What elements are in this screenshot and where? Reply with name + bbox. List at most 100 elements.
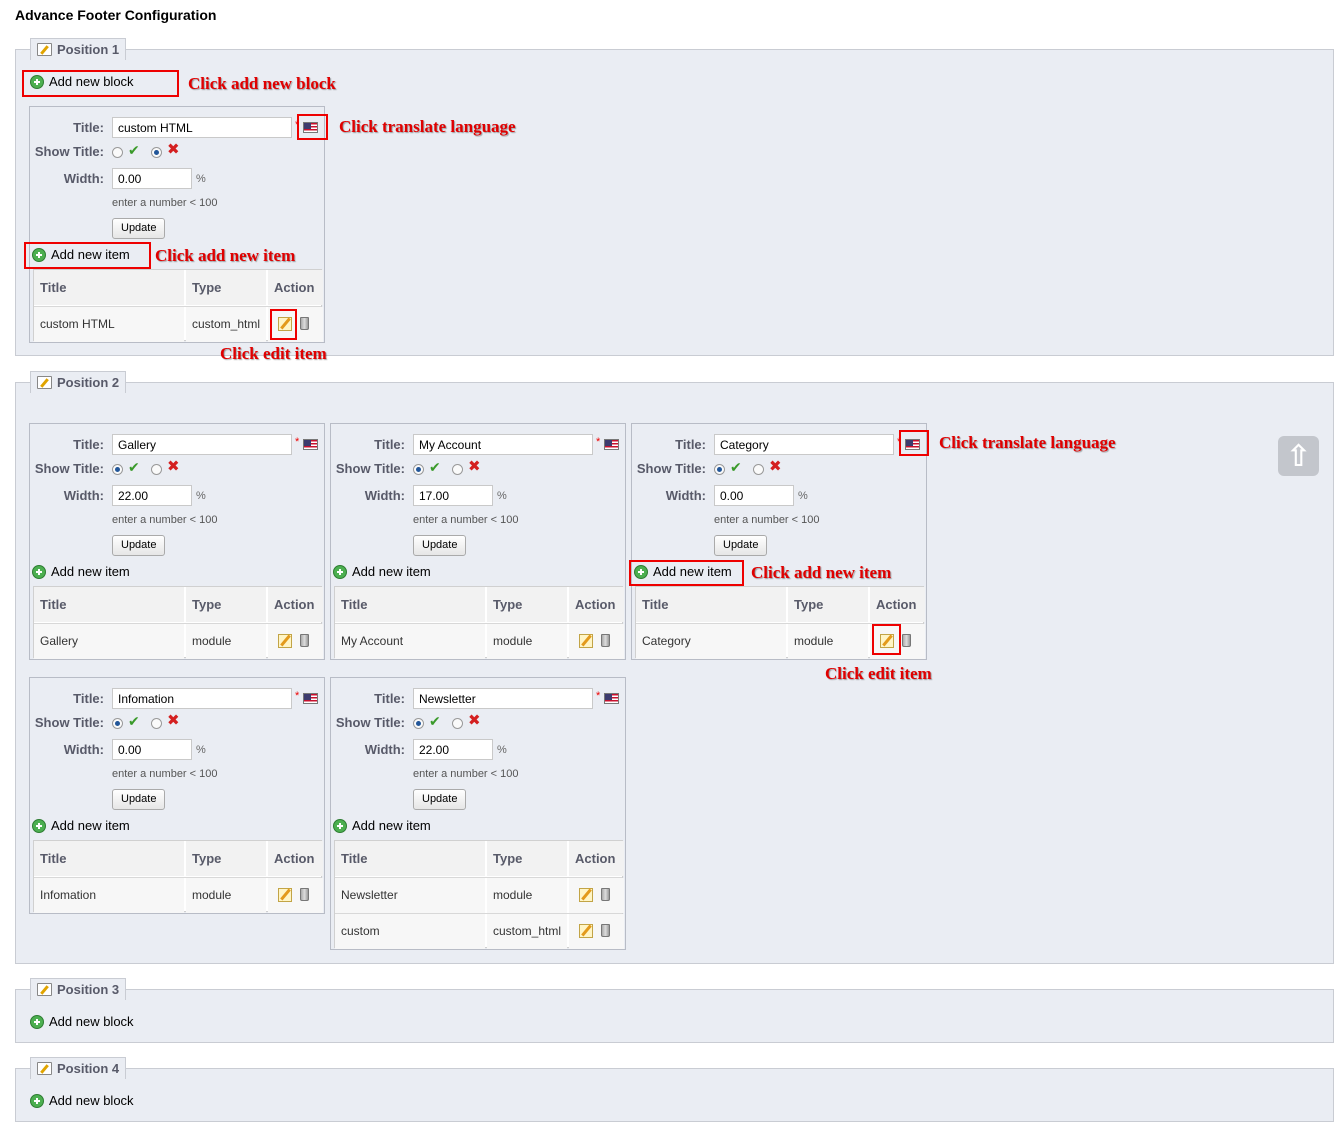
plus-icon xyxy=(30,1093,44,1108)
edit-icon[interactable] xyxy=(579,924,593,938)
width-input[interactable] xyxy=(112,168,192,189)
scroll-top-button[interactable]: ⇧ xyxy=(1278,436,1319,476)
trash-icon[interactable] xyxy=(300,634,309,647)
col-action-header: Action xyxy=(268,270,323,305)
cross-icon: ✖ xyxy=(468,458,481,475)
add-new-block-link[interactable]: Add new block xyxy=(30,1014,134,1029)
item-type-cell: module xyxy=(788,624,868,659)
update-button[interactable]: Update xyxy=(112,218,166,239)
update-button[interactable]: Update xyxy=(112,535,166,556)
block-title-input[interactable] xyxy=(112,434,292,455)
item-title-cell: custom xyxy=(335,914,485,949)
item-type-cell: custom_html xyxy=(186,307,266,342)
show-title-yes-radio[interactable] xyxy=(714,464,725,475)
add-new-item-link[interactable]: Add new item xyxy=(32,564,130,579)
add-new-block-label: Add new block xyxy=(49,1093,134,1108)
trash-icon[interactable] xyxy=(601,888,610,901)
trash-icon[interactable] xyxy=(300,888,309,901)
flag-icon[interactable] xyxy=(604,693,619,704)
col-title-header: Title xyxy=(34,270,184,305)
edit-icon[interactable] xyxy=(278,317,292,331)
add-new-item-link[interactable]: Add new item xyxy=(32,247,130,262)
add-new-item-link[interactable]: Add new item xyxy=(333,818,431,833)
add-new-item-link[interactable]: Add new item xyxy=(32,818,130,833)
edit-icon[interactable] xyxy=(278,634,292,648)
flag-icon[interactable] xyxy=(303,693,318,704)
annotation-translate-2: Click translate language xyxy=(939,433,1116,452)
width-input[interactable] xyxy=(714,485,794,506)
required-marker: * xyxy=(596,690,601,702)
footer-block: Title:*Show Title:✔✖Width:%enter a numbe… xyxy=(29,423,325,660)
show-title-yes-radio[interactable] xyxy=(413,718,424,729)
flag-icon[interactable] xyxy=(905,439,920,450)
show-title-no-radio[interactable] xyxy=(151,464,162,475)
trash-icon[interactable] xyxy=(300,317,309,330)
title-label: Title: xyxy=(374,437,405,452)
width-input[interactable] xyxy=(413,485,493,506)
page-title: Advance Footer Configuration xyxy=(15,7,217,23)
show-title-yes-radio[interactable] xyxy=(413,464,424,475)
update-button[interactable]: Update xyxy=(112,789,166,810)
col-title-header: Title xyxy=(335,841,485,876)
width-input[interactable] xyxy=(112,485,192,506)
col-type-header: Type xyxy=(487,841,567,876)
width-hint: enter a number < 100 xyxy=(714,514,820,526)
add-new-item-link[interactable]: Add new item xyxy=(333,564,431,579)
show-title-yes-radio[interactable] xyxy=(112,147,123,158)
show-title-no-radio[interactable] xyxy=(452,464,463,475)
show-title-yes-radio[interactable] xyxy=(112,464,123,475)
plus-icon xyxy=(333,818,347,833)
flag-icon[interactable] xyxy=(303,439,318,450)
trash-icon[interactable] xyxy=(902,634,911,647)
width-label: Width: xyxy=(364,742,405,757)
block-title-input[interactable] xyxy=(112,117,292,138)
flag-icon[interactable] xyxy=(604,439,619,450)
update-button[interactable]: Update xyxy=(714,535,768,556)
trash-icon[interactable] xyxy=(601,634,610,647)
block-title-input[interactable] xyxy=(112,688,292,709)
edit-icon[interactable] xyxy=(278,888,292,902)
block-title-input[interactable] xyxy=(413,688,593,709)
item-title-cell: Newsletter xyxy=(335,878,485,913)
col-type-header: Type xyxy=(186,841,266,876)
show-title-no-radio[interactable] xyxy=(452,718,463,729)
col-type-header: Type xyxy=(487,587,567,622)
edit-icon[interactable] xyxy=(579,634,593,648)
item-title-cell: custom HTML xyxy=(34,307,184,342)
update-button[interactable]: Update xyxy=(413,535,467,556)
check-icon: ✔ xyxy=(429,713,441,729)
row-separator xyxy=(34,306,321,307)
show-title-no-radio[interactable] xyxy=(151,718,162,729)
width-input[interactable] xyxy=(112,739,192,760)
annotation-edit-item-2: Click edit item xyxy=(825,664,932,683)
edit-icon[interactable] xyxy=(579,888,593,902)
col-action-header: Action xyxy=(268,841,323,876)
edit-icon[interactable] xyxy=(880,634,894,648)
add-new-item-link[interactable]: Add new item xyxy=(634,564,732,579)
position-4-legend: Position 4 xyxy=(30,1057,127,1079)
show-title-label: Show Title: xyxy=(34,715,104,730)
update-button[interactable]: Update xyxy=(413,789,467,810)
col-type-header: Type xyxy=(788,587,868,622)
add-new-block-link[interactable]: Add new block xyxy=(30,1093,134,1108)
flag-icon[interactable] xyxy=(303,122,318,133)
percent-sign: % xyxy=(196,490,206,502)
trash-icon[interactable] xyxy=(601,924,610,937)
footer-block: Title:*Show Title:✔✖Width:%enter a numbe… xyxy=(330,677,626,950)
check-icon: ✔ xyxy=(128,142,140,158)
show-title-no-radio[interactable] xyxy=(151,147,162,158)
block-title-input[interactable] xyxy=(413,434,593,455)
check-icon: ✔ xyxy=(730,459,742,475)
width-input[interactable] xyxy=(413,739,493,760)
add-new-block-link[interactable]: Add new block xyxy=(30,74,134,89)
plus-icon xyxy=(32,818,46,833)
highlight-add-block xyxy=(22,70,179,97)
show-title-no-radio[interactable] xyxy=(753,464,764,475)
check-icon: ✔ xyxy=(128,459,140,475)
row-separator xyxy=(636,623,923,624)
show-title-yes-radio[interactable] xyxy=(112,718,123,729)
show-title-label: Show Title: xyxy=(34,144,104,159)
block-title-input[interactable] xyxy=(714,434,894,455)
